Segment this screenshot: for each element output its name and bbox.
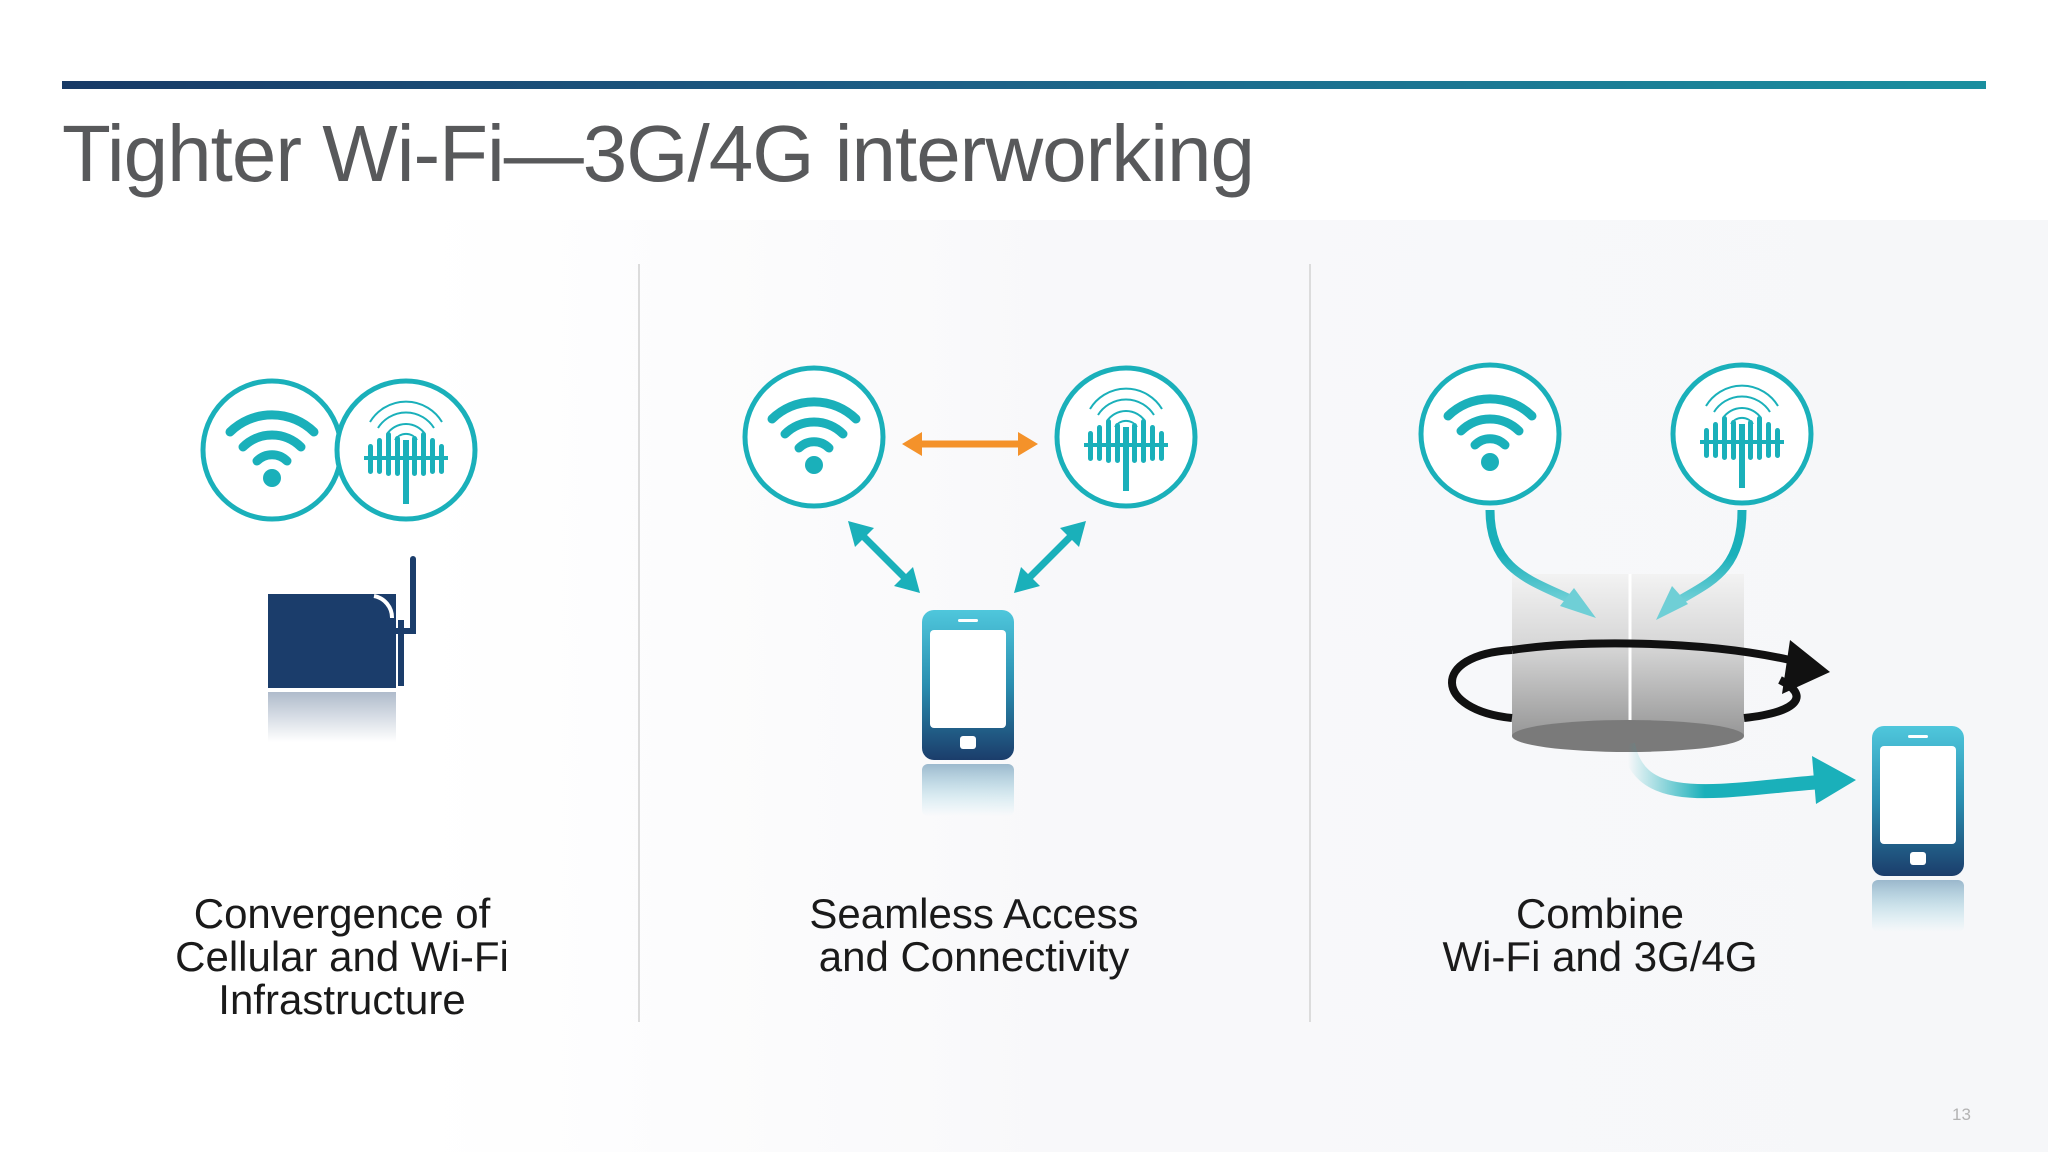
- cell-tower-icon: [1057, 368, 1195, 506]
- wifi-icon: [203, 381, 341, 519]
- caption-line: Seamless Access: [809, 890, 1139, 937]
- curved-arrow-wifi-down: [1485, 509, 1596, 618]
- caption-line: and Connectivity: [818, 933, 1130, 980]
- bidirectional-arrow-orange: [902, 432, 1038, 456]
- column-divider-2: [1309, 264, 1311, 1022]
- combine-illustration: [1421, 365, 1964, 932]
- cell-tower-icon: [1673, 365, 1811, 503]
- caption-line: Combine: [1515, 890, 1685, 937]
- combining-cylinder: [1512, 574, 1744, 752]
- smartphone-icon: [1872, 726, 1964, 876]
- router-icon: [268, 556, 416, 742]
- caption-line: Wi-Fi and 3G/4G: [1442, 933, 1758, 980]
- smartphone-icon: [922, 610, 1014, 760]
- caption-line: Cellular and Wi-Fi: [175, 933, 509, 980]
- caption-combine: Combine Wi-Fi and 3G/4G: [1340, 892, 1860, 978]
- seamless-access-illustration: [745, 368, 1195, 816]
- wifi-icon: [745, 368, 883, 506]
- bidirectional-arrow-teal-left: [848, 521, 920, 593]
- wifi-icon: [1421, 365, 1559, 503]
- caption-line: Convergence of: [193, 890, 491, 937]
- rotation-arrow-icon: [1448, 639, 1830, 722]
- caption-line: Infrastructure: [218, 976, 466, 1023]
- curved-arrow-tower-down: [1656, 509, 1747, 620]
- convergence-illustration: [203, 381, 475, 742]
- title-rule: [62, 81, 1986, 89]
- slide-title: Tighter Wi-Fi—3G/4G interworking: [62, 109, 1255, 198]
- phone-reflection: [922, 764, 1014, 816]
- column-divider-1: [638, 264, 640, 1022]
- caption-convergence: Convergence of Cellular and Wi-Fi Infras…: [82, 892, 602, 1021]
- output-arrow-to-phone: [1621, 742, 1856, 804]
- caption-seamless-access: Seamless Access and Connectivity: [714, 892, 1234, 978]
- bidirectional-arrow-teal-right: [1014, 521, 1086, 593]
- cell-tower-icon: [337, 381, 475, 519]
- phone-reflection: [1872, 880, 1964, 932]
- page-number: 13: [1952, 1105, 1971, 1124]
